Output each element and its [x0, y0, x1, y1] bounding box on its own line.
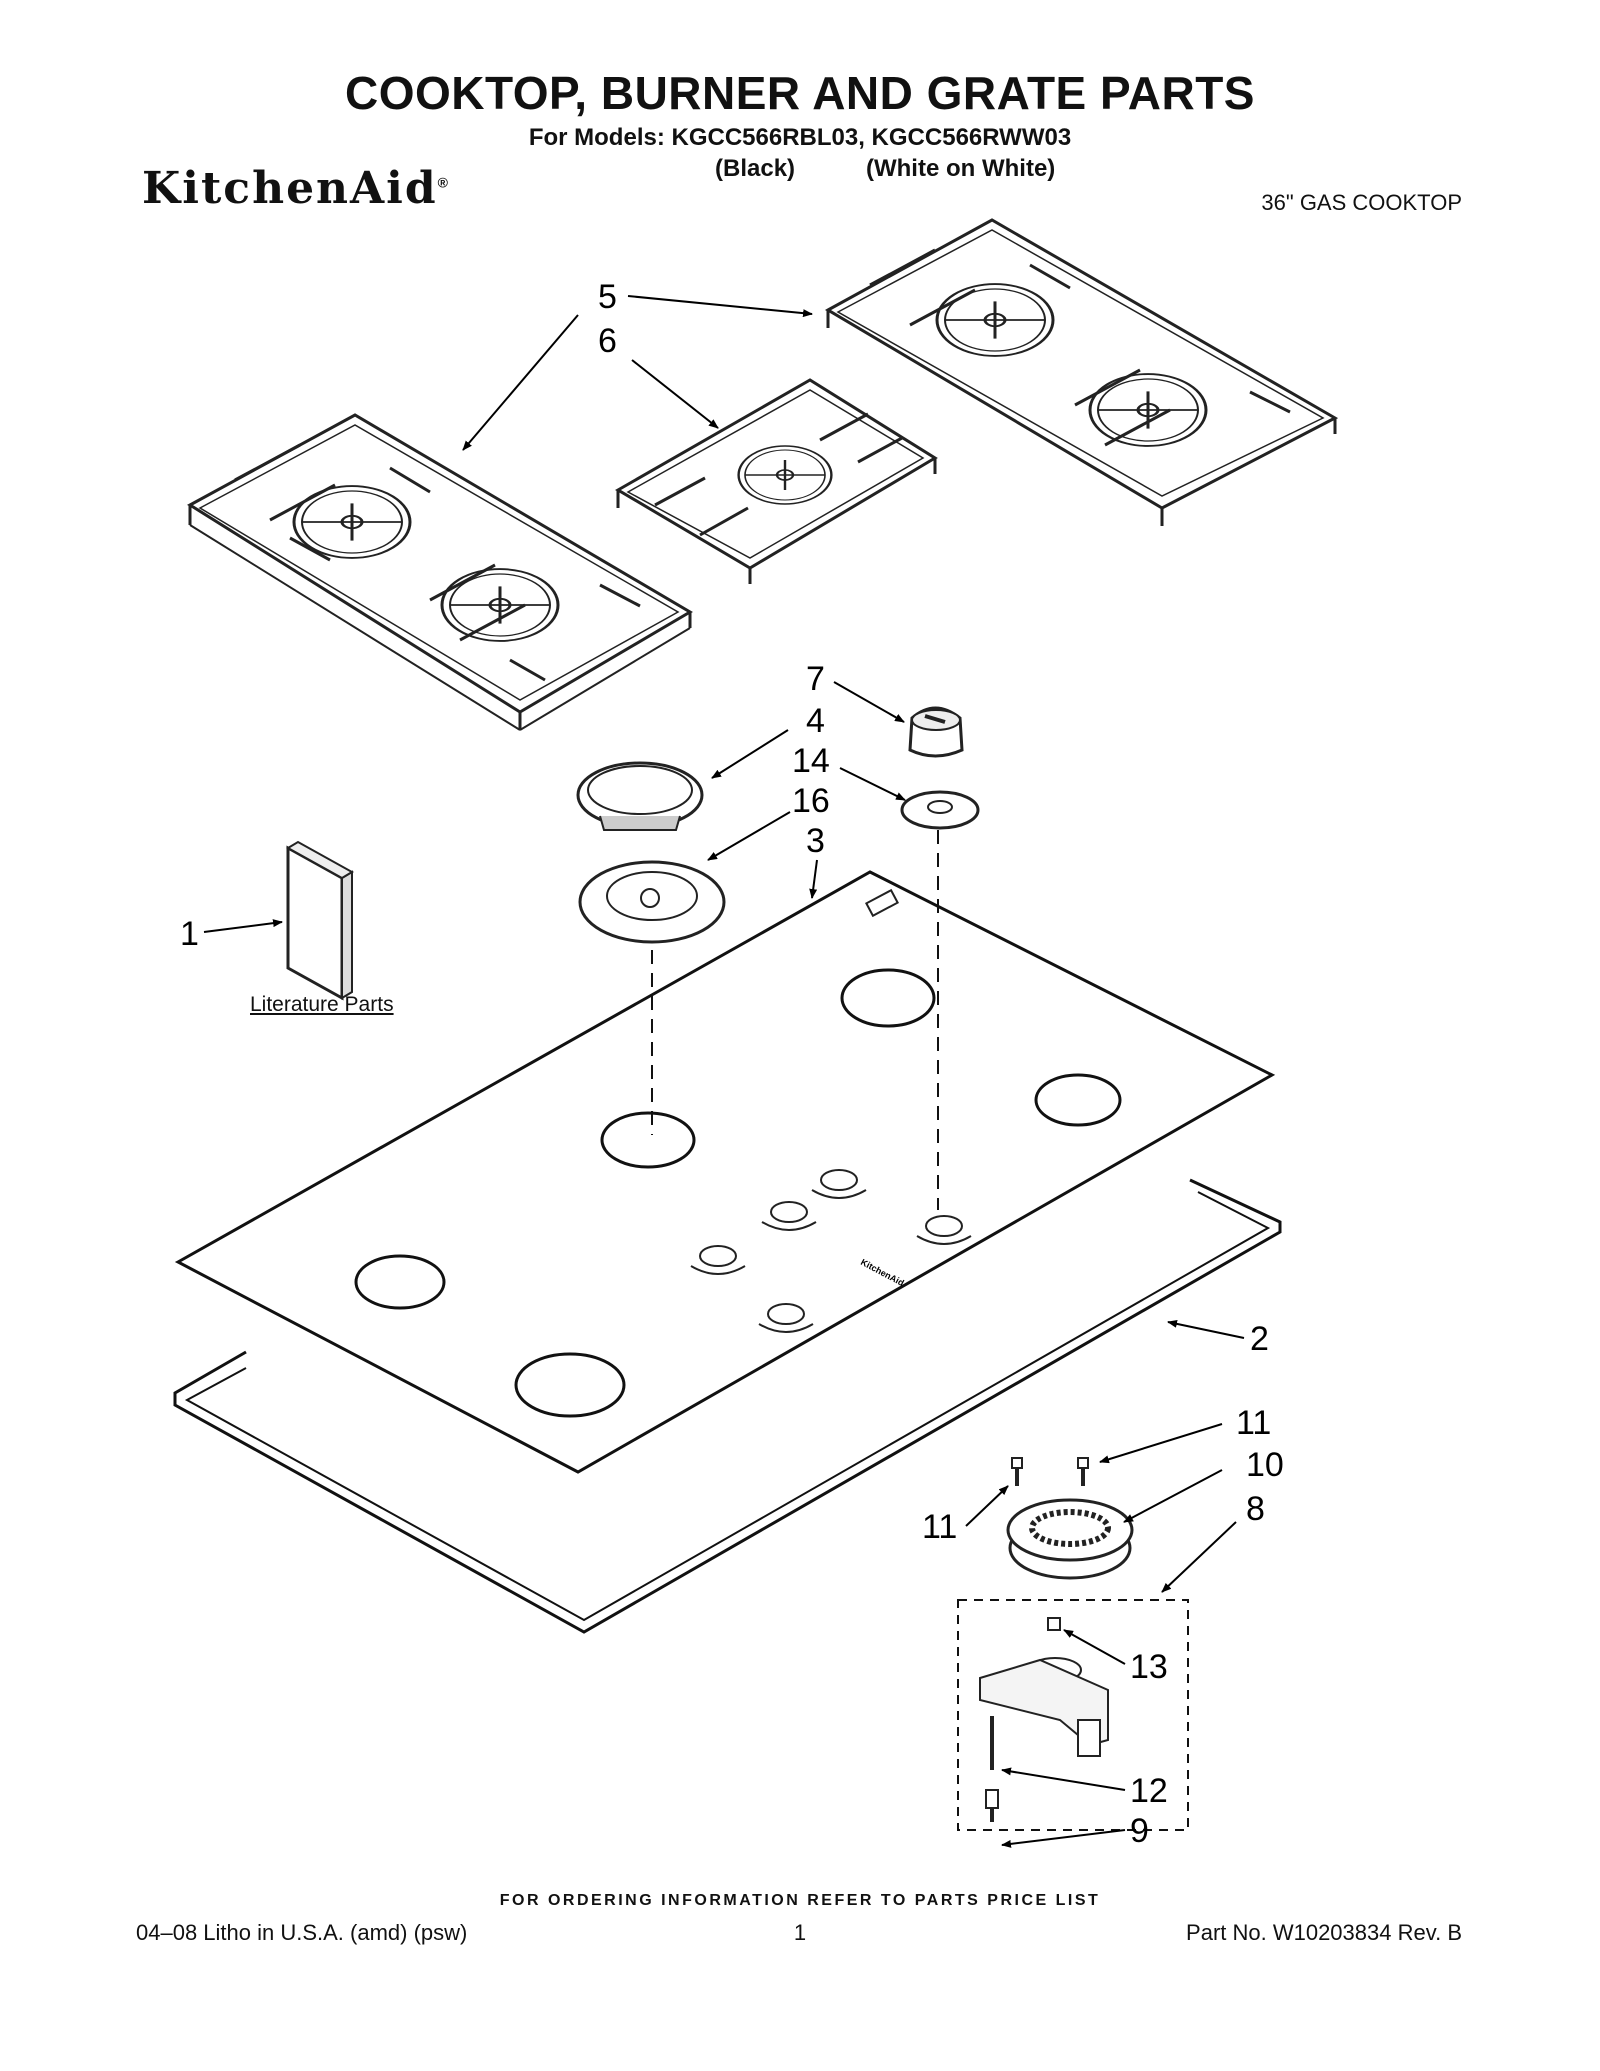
callout-16: 16	[792, 782, 830, 820]
variant-black-label: (Black)	[715, 155, 796, 182]
screw-right	[1077, 1457, 1089, 1486]
grate-left-double	[187, 413, 693, 731]
registered-mark: ®	[437, 174, 450, 191]
callout-3: 3	[806, 822, 825, 860]
literature-parts-label: Literature Parts	[250, 993, 394, 1016]
callout-11-left: 11	[922, 1508, 957, 1546]
screw-10	[985, 1789, 999, 1809]
page-title: COOKTOP, BURNER AND GRATE PARTS	[344, 67, 1255, 119]
callout-2: 2	[1250, 1320, 1269, 1358]
orifice-13	[1047, 1617, 1061, 1631]
callout-6: 6	[598, 322, 617, 360]
grate-right-double	[824, 218, 1339, 526]
callout-1: 1	[180, 915, 199, 953]
product-type: 36" GAS COOKTOP	[1261, 190, 1462, 215]
litho-info: 04–08 Litho in U.S.A. (amd) (psw)	[136, 1920, 468, 1945]
callout-4: 4	[806, 702, 825, 740]
cooktop-gasket	[173, 1178, 1282, 1634]
callout-13: 13	[1130, 1648, 1168, 1686]
grate-center-single	[615, 378, 938, 584]
callout-14: 14	[792, 742, 830, 780]
knob-bezel	[900, 790, 980, 830]
brand-name: KitchenAid	[142, 163, 438, 214]
screw-left	[1011, 1457, 1023, 1486]
callout-10: 9	[1130, 1812, 1149, 1850]
brand-logo: KitchenAid®	[142, 163, 450, 214]
callout-5: 5	[598, 278, 617, 316]
burner-cap	[576, 761, 704, 831]
literature-booklet	[286, 840, 354, 1001]
ordering-note: FOR ORDERING INFORMATION REFER TO PARTS …	[499, 1892, 1101, 1909]
burner-head	[1006, 1498, 1134, 1580]
part-number: Part No. W10203834 Rev. B	[1186, 1920, 1462, 1945]
callout-12: 12	[1130, 1772, 1168, 1810]
page-number: 1	[793, 1920, 807, 1945]
leader-lines	[203, 295, 1245, 1848]
valve-assembly	[957, 1599, 1189, 1831]
model-numbers: For Models: KGCC566RBL03, KGCC566RWW03	[528, 124, 1072, 151]
callout-11-right: 11	[1236, 1404, 1271, 1442]
callout-8: 8	[1246, 1490, 1265, 1528]
burner-base-plate	[578, 860, 726, 944]
control-rings	[690, 1169, 972, 1333]
control-knob	[908, 706, 964, 758]
callout-7: 7	[806, 660, 825, 698]
cooktop-glass: KitchenAid	[174, 870, 1276, 1474]
callout-numbers: 5 6 7 4 14 16 3 1 2 11 11 10 8 13 12 9	[180, 278, 1284, 1850]
callout-9: 10	[1246, 1446, 1284, 1484]
variant-white-label: (White on White)	[866, 155, 1056, 182]
